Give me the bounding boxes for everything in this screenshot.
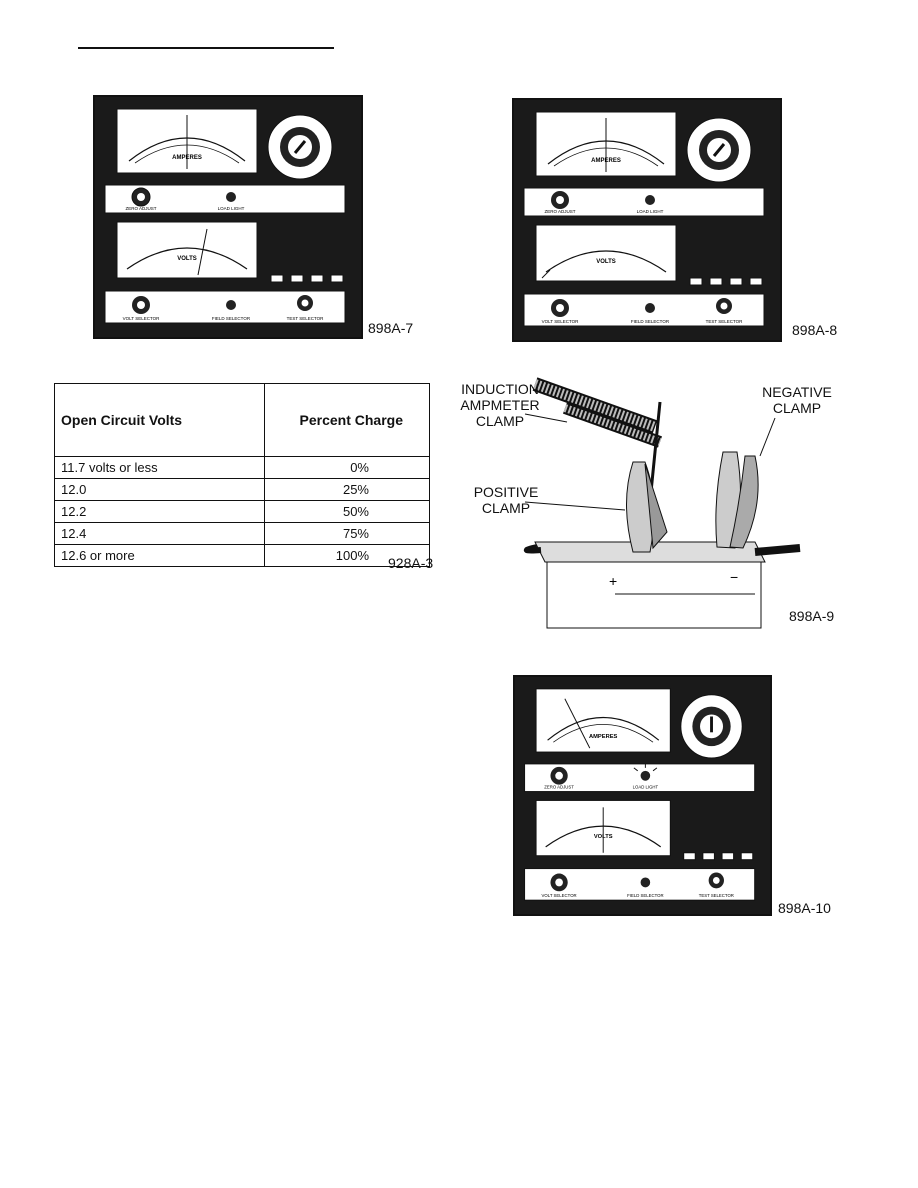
table-cell: 12.0 (54, 478, 265, 501)
negative-clamp-label: NEGATIVE CLAMP (762, 384, 832, 416)
zero-adjust-label: ZERO ADJUST (125, 206, 156, 211)
ammeter-unit-label: AMPERES (591, 158, 621, 164)
table-caption: 928A-3 (388, 555, 434, 571)
field-selector-label: FIELD SELECTOR (631, 319, 670, 324)
column-header: Open Circuit Volts (54, 383, 265, 457)
minus-sign: − (730, 569, 738, 585)
table-cell: 100% (264, 544, 430, 567)
table-cell: 75% (264, 522, 430, 545)
table-cell: 0% (264, 456, 430, 479)
field-selector-label: FIELD SELECTOR (212, 316, 251, 321)
ammeter-unit-label: AMPERES (589, 734, 618, 740)
volt-selector-label: VOLT SELECTOR (542, 893, 577, 898)
table-header-row: Open Circuit Volts Percent Charge (54, 383, 430, 457)
volt-selector-label: VOLT SELECTOR (123, 316, 161, 321)
clamp-illustration: + − (455, 372, 847, 632)
zero-adjust-label: ZERO ADJUST (544, 209, 575, 214)
load-light-label: LOAD LIGHT (218, 206, 245, 211)
table-cell: 11.7 volts or less (54, 456, 265, 479)
field-selector-label: FIELD SELECTOR (627, 893, 663, 898)
figure-caption: 898A-7 (368, 320, 414, 336)
table-cell: 12.6 or more (54, 544, 265, 567)
test-selector-label: TEST SELECTOR (287, 316, 325, 321)
ammeter-unit-label: AMPERES (172, 155, 202, 161)
table-cell: 50% (264, 500, 430, 523)
open-circuit-voltage-table: Open Circuit Volts Percent Charge 11.7 v… (54, 383, 430, 567)
load-light-label: LOAD LIGHT (633, 785, 659, 790)
table-cell: 12.2 (54, 500, 265, 523)
voltmeter-unit-label: VOLTS (177, 256, 197, 262)
tester-panel-fig8: AMPERES ZERO ADJUST LOAD LIGHT VOLTS VOL… (512, 98, 782, 342)
tester-panel-fig7: AMPERES ZERO ADJUST LOAD LIGHT VOLTS VOL… (93, 95, 363, 339)
figure-caption: 898A-8 (792, 322, 838, 338)
tester-panel-fig10: AMPERES ZERO ADJUST LOAD LIGHT VOLTS VOL… (513, 675, 772, 916)
column-header: Percent Charge (264, 383, 430, 457)
table-cell: 25% (264, 478, 430, 501)
tester-panel-drawing: AMPERES ZERO ADJUST LOAD LIGHT VOLTS VOL… (104, 108, 346, 324)
volt-selector-label: VOLT SELECTOR (542, 319, 580, 324)
test-selector-label: TEST SELECTOR (699, 893, 734, 898)
tester-panel-drawing: AMPERES ZERO ADJUST LOAD LIGHT VOLTS VOL… (523, 111, 765, 327)
tester-panel-drawing: AMPERES ZERO ADJUST LOAD LIGHT VOLTS VOL… (524, 688, 756, 901)
zero-adjust-label: ZERO ADJUST (544, 785, 574, 790)
figure-caption: 898A-9 (789, 608, 835, 624)
plus-sign: + (609, 573, 617, 589)
header-rule (78, 47, 334, 49)
induction-clamp-label: INDUCTION AMPMETER CLAMP (460, 381, 540, 429)
load-light-label: LOAD LIGHT (637, 209, 664, 214)
voltmeter-unit-label: VOLTS (596, 259, 616, 265)
figure-caption: 898A-10 (778, 900, 831, 916)
test-selector-label: TEST SELECTOR (706, 319, 744, 324)
voltmeter-unit-label: VOLTS (594, 834, 613, 840)
table-cell: 12.4 (54, 522, 265, 545)
clamp-drawing: + − (524, 377, 801, 629)
positive-clamp-label: POSITIVE CLAMP (473, 484, 539, 516)
